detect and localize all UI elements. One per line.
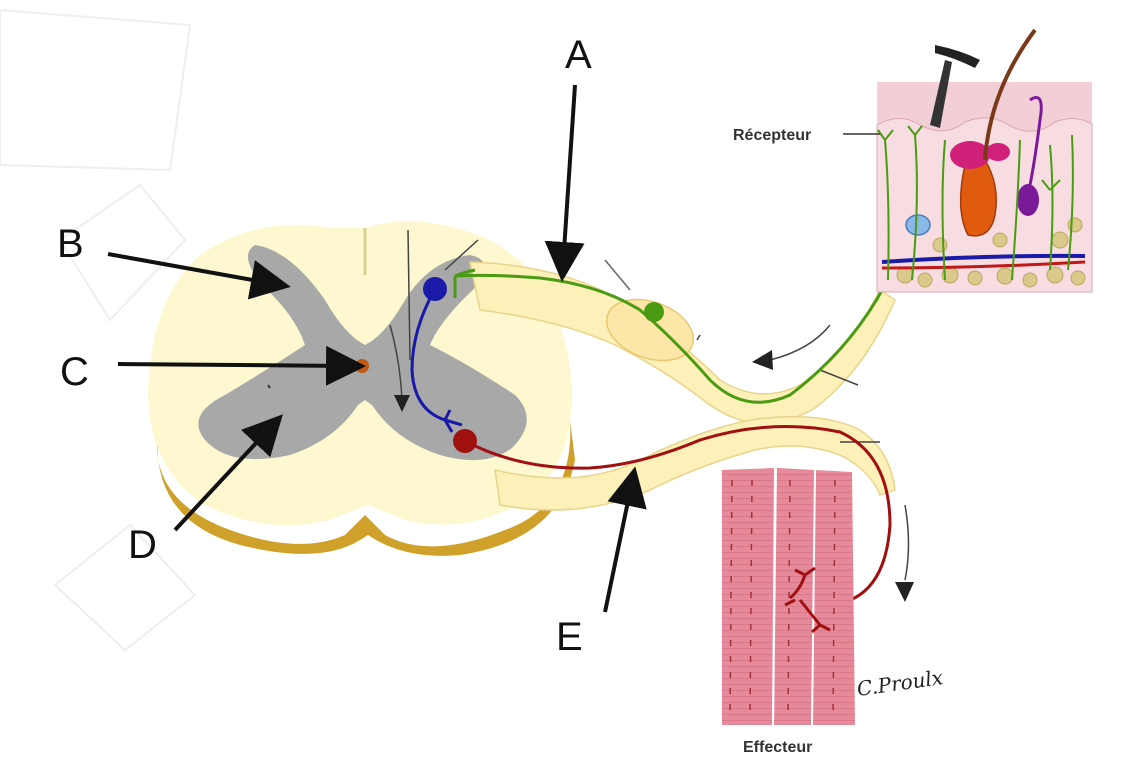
ventral-root — [494, 415, 896, 511]
sensory-cell-body — [644, 302, 664, 322]
label-E: E — [556, 615, 583, 659]
hair-icon — [983, 28, 1037, 161]
label-C: C — [60, 350, 89, 394]
effector-caption: Effecteur — [743, 739, 812, 756]
muscle-effector — [722, 467, 855, 726]
label-B: B — [57, 222, 84, 266]
signature: C.Proulx — [855, 665, 944, 701]
label-A: A — [565, 33, 592, 77]
receptor-caption: Récepteur — [733, 127, 811, 144]
label-arrows — [107, 84, 647, 613]
arrow-C — [117, 345, 366, 386]
label-D: D — [128, 523, 157, 567]
arrow-B — [107, 252, 291, 300]
background-shapes — [0, 8, 197, 652]
spinal-cord-edge — [156, 420, 576, 556]
flow-arrows — [389, 324, 914, 602]
interneuron — [407, 229, 479, 433]
dorsal-root-ganglion — [605, 298, 695, 362]
arrow-D — [173, 414, 283, 532]
central-canal — [355, 359, 369, 373]
pin-icon — [930, 60, 952, 128]
arrow-E — [603, 466, 647, 613]
arrow-A — [544, 84, 585, 282]
nerve-roots — [469, 259, 896, 511]
skin-panel — [843, 28, 1093, 293]
